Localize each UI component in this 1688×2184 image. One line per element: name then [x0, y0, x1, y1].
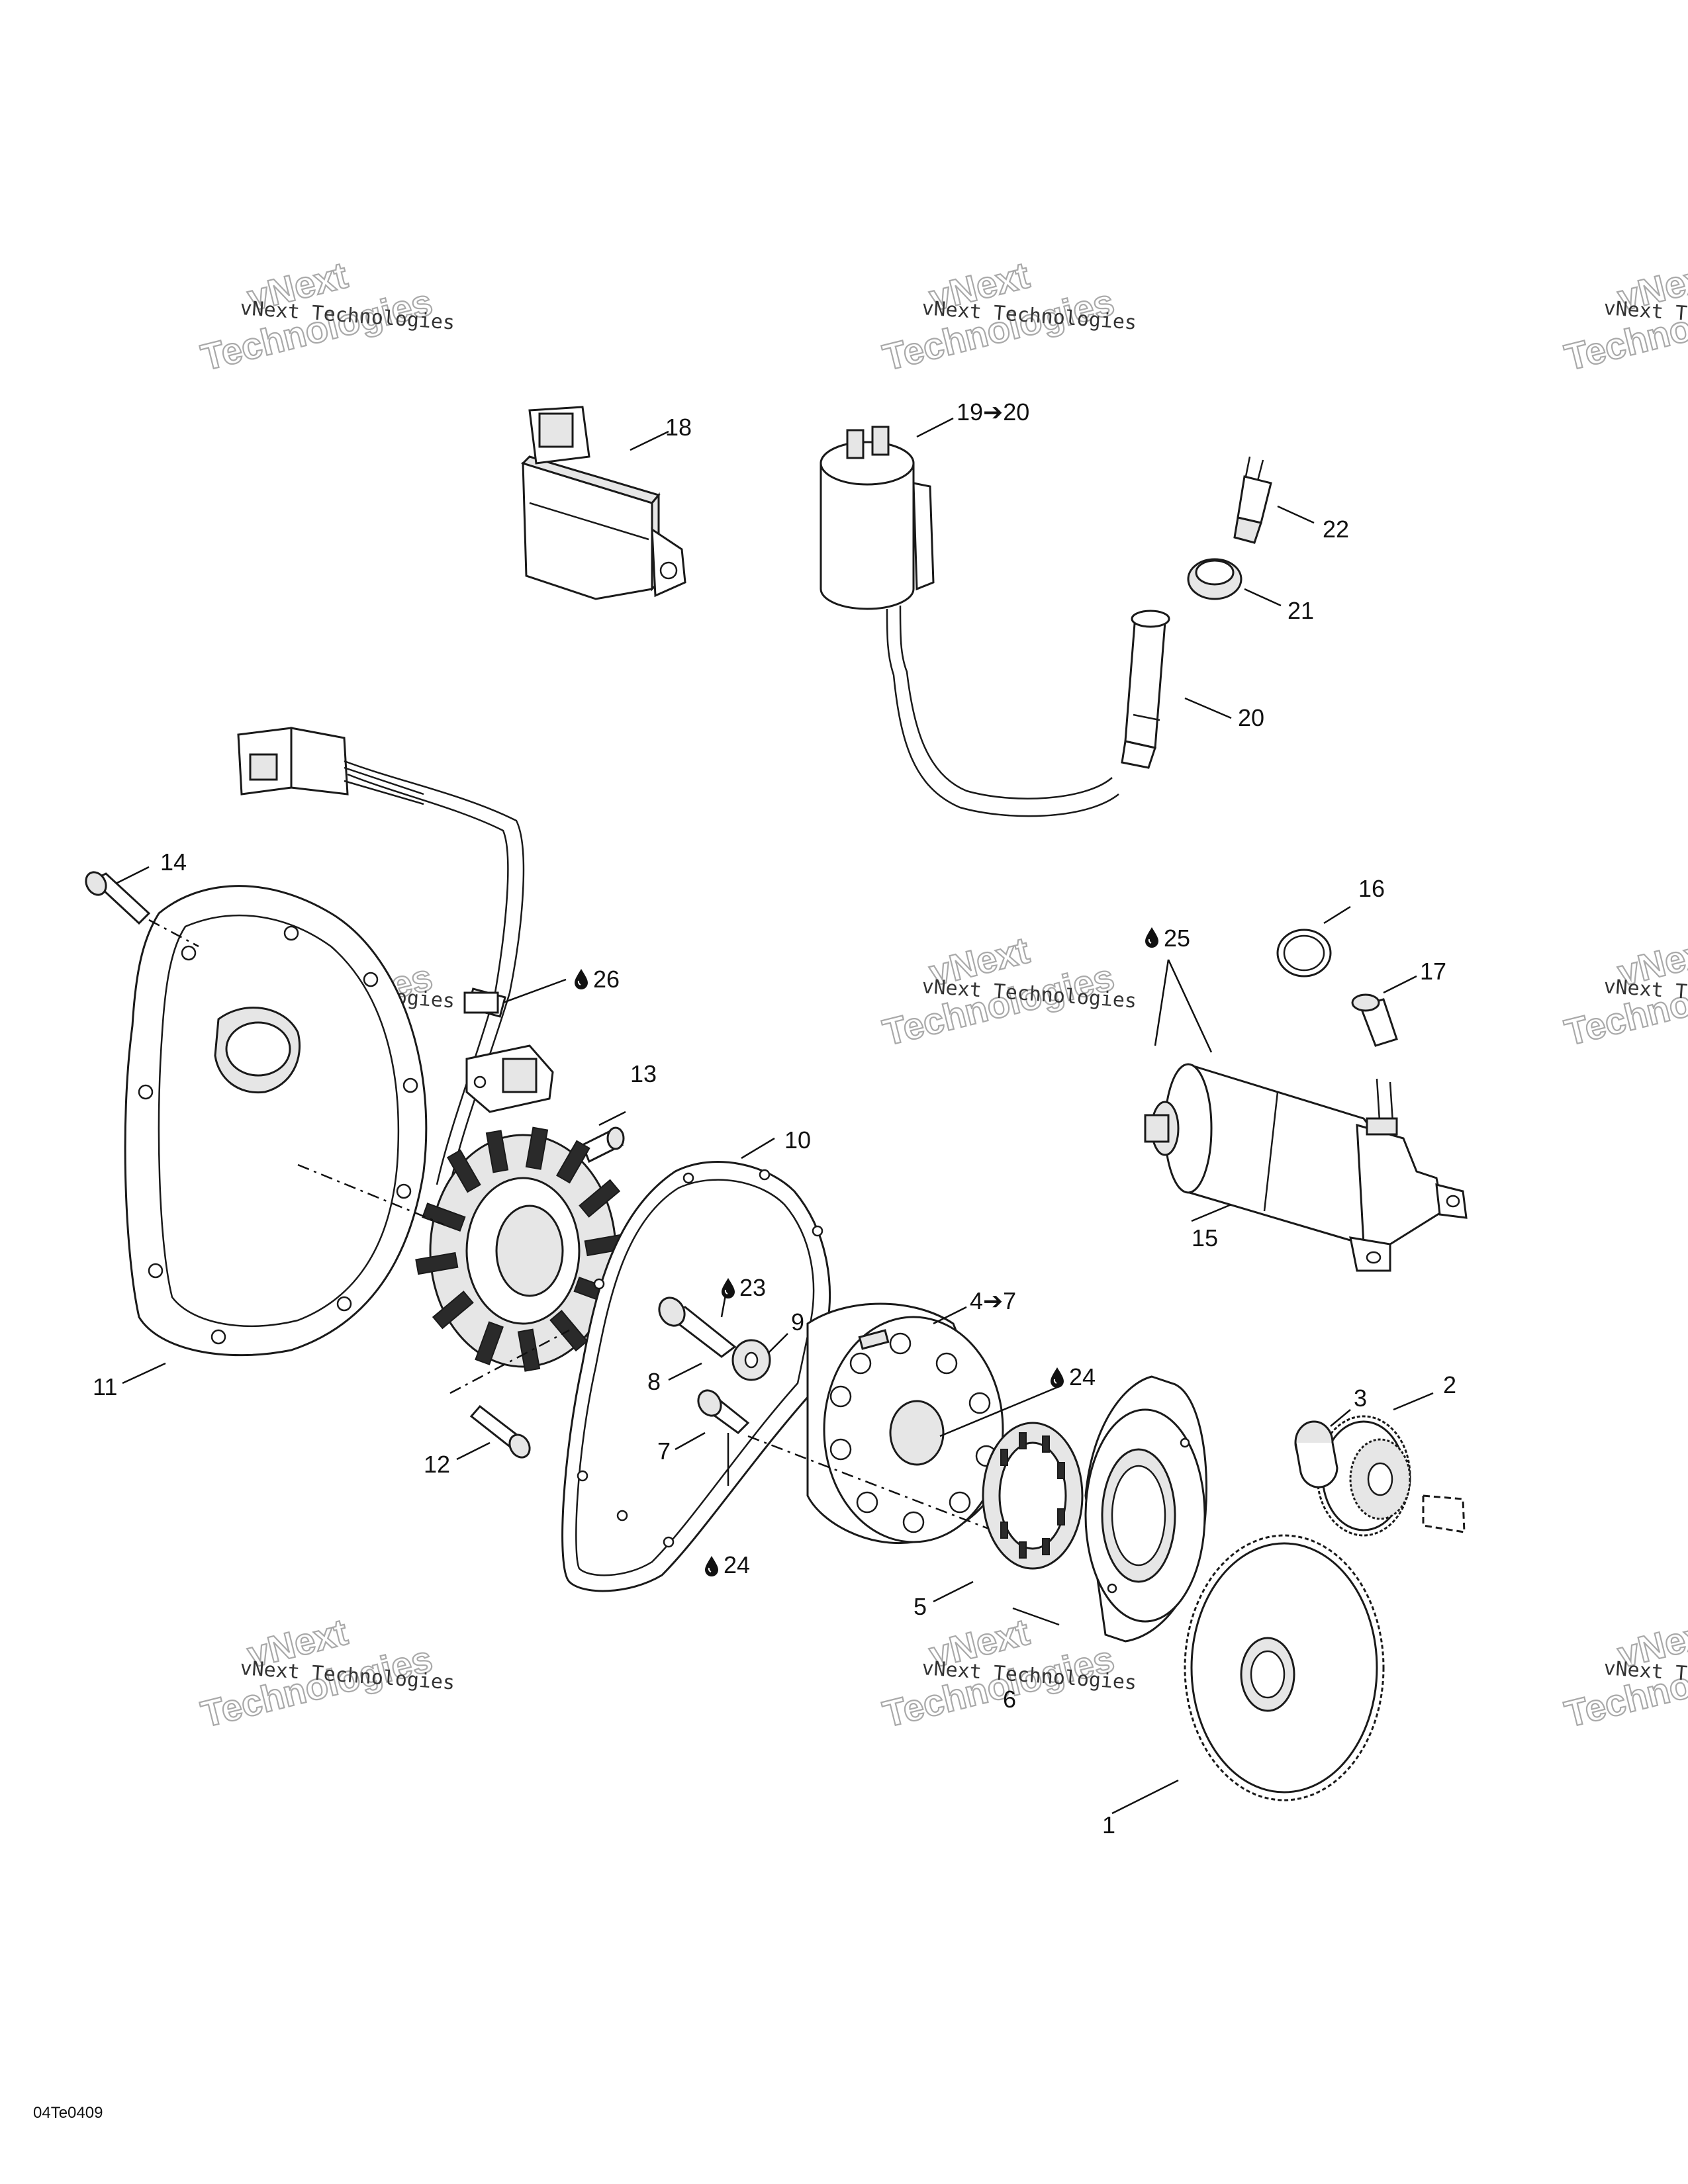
- part-1-drive-gear: [1111, 1534, 1385, 1815]
- callout-24-bolt: 24: [704, 1551, 750, 1578]
- svg-text:23: 23: [739, 1274, 766, 1301]
- part-2-double-gear: [1316, 1392, 1466, 1537]
- part-16-o-ring: [1276, 905, 1351, 978]
- callout-21: 21: [1288, 597, 1314, 624]
- oil-drop-icon: [1050, 1367, 1064, 1388]
- callout-23: 23: [721, 1274, 766, 1301]
- callout-20: 20: [1238, 704, 1264, 731]
- watermark-top-right: vNext Technologies vNext Technologies: [1560, 253, 1688, 379]
- drawing-code: 04Te0409: [33, 2104, 103, 2122]
- oil-drop-icon: [574, 968, 588, 990]
- callout-16: 16: [1358, 875, 1385, 902]
- part-13-screw: [581, 1111, 626, 1163]
- callout-8: 8: [647, 1368, 661, 1395]
- part-4-flywheel: [747, 1302, 1060, 1544]
- callout-19-20: 19➔20: [957, 398, 1029, 426]
- part-14-screw: [85, 866, 199, 948]
- callout-22: 22: [1323, 516, 1349, 543]
- part-7-bolt: [675, 1389, 750, 1486]
- part-9-washer: [731, 1333, 788, 1381]
- callout-1: 1: [1102, 1811, 1115, 1839]
- part-11-magneto-cover: [122, 885, 428, 1385]
- clamp-bracket: [465, 1044, 554, 1113]
- watermark-mid-center: vNext Technologies vNext Technologies: [878, 929, 1138, 1054]
- oil-drop-icon: [1145, 927, 1159, 948]
- callout-2: 2: [1443, 1371, 1456, 1398]
- part-20-spark-plug-cap: [1121, 610, 1232, 769]
- callout-labels: 1 2 3 4➔7 5 6 7 8 9 10 11 12 13 14 15 16…: [93, 398, 1456, 1839]
- callout-9: 9: [791, 1308, 804, 1336]
- callout-5: 5: [914, 1593, 927, 1620]
- callout-15: 15: [1192, 1224, 1218, 1251]
- watermark-top-left: vNext Technologies vNext Technologies: [197, 253, 456, 379]
- callout-14: 14: [160, 848, 187, 876]
- part-6-housing: [1012, 1375, 1208, 1643]
- watermark-mid-right: vNext Technologies vNext Technologies: [1560, 929, 1688, 1054]
- svg-text:24: 24: [724, 1551, 750, 1578]
- part-5-sprag-clutch: [933, 1422, 1084, 1603]
- part-8-bolt: [658, 1280, 737, 1381]
- callout-17: 17: [1420, 958, 1446, 985]
- callout-13: 13: [630, 1060, 657, 1087]
- callout-4-7: 4➔7: [970, 1287, 1016, 1314]
- watermark-low-center: vNext Technologies vNext Technologies: [878, 1610, 1138, 1736]
- callout-18: 18: [665, 414, 692, 441]
- part-12-screw: [449, 1329, 570, 1461]
- callout-10: 10: [784, 1126, 811, 1154]
- watermark-low-left: vNext Technologies vNext Technologies: [197, 1610, 456, 1736]
- part-18-cdi-module: [521, 406, 686, 600]
- watermark-top-center: vNext Technologies vNext Technologies: [878, 253, 1138, 379]
- watermark-low-right: vNext Technologies vNext Technologies: [1560, 1610, 1688, 1736]
- callout-7: 7: [657, 1437, 671, 1465]
- part-3-bushing: [1294, 1409, 1351, 1488]
- callout-24-flywheel: 24: [1050, 1363, 1096, 1390]
- callout-6: 6: [1003, 1686, 1016, 1713]
- stator-harness: [237, 727, 525, 1185]
- part-10-gasket: [561, 1137, 831, 1592]
- part-15-starter-motor: [1144, 959, 1468, 1272]
- part-17-screw: [1351, 975, 1417, 1047]
- callout-11: 11: [93, 1373, 117, 1400]
- oil-drop-icon: [704, 1555, 719, 1577]
- svg-text:25: 25: [1164, 925, 1190, 952]
- callout-3: 3: [1354, 1385, 1367, 1412]
- part-19-ignition-coil: [820, 417, 1119, 817]
- part-26-grommet: [463, 978, 567, 1014]
- callout-26: 26: [574, 966, 620, 993]
- callout-12: 12: [424, 1451, 450, 1478]
- stator: [297, 1126, 628, 1372]
- svg-text:26: 26: [593, 966, 620, 993]
- callout-25: 25: [1145, 925, 1190, 952]
- part-22-spark-plug: [1233, 456, 1315, 544]
- svg-text:24: 24: [1069, 1363, 1096, 1390]
- part-21-boot-seal: [1187, 558, 1282, 607]
